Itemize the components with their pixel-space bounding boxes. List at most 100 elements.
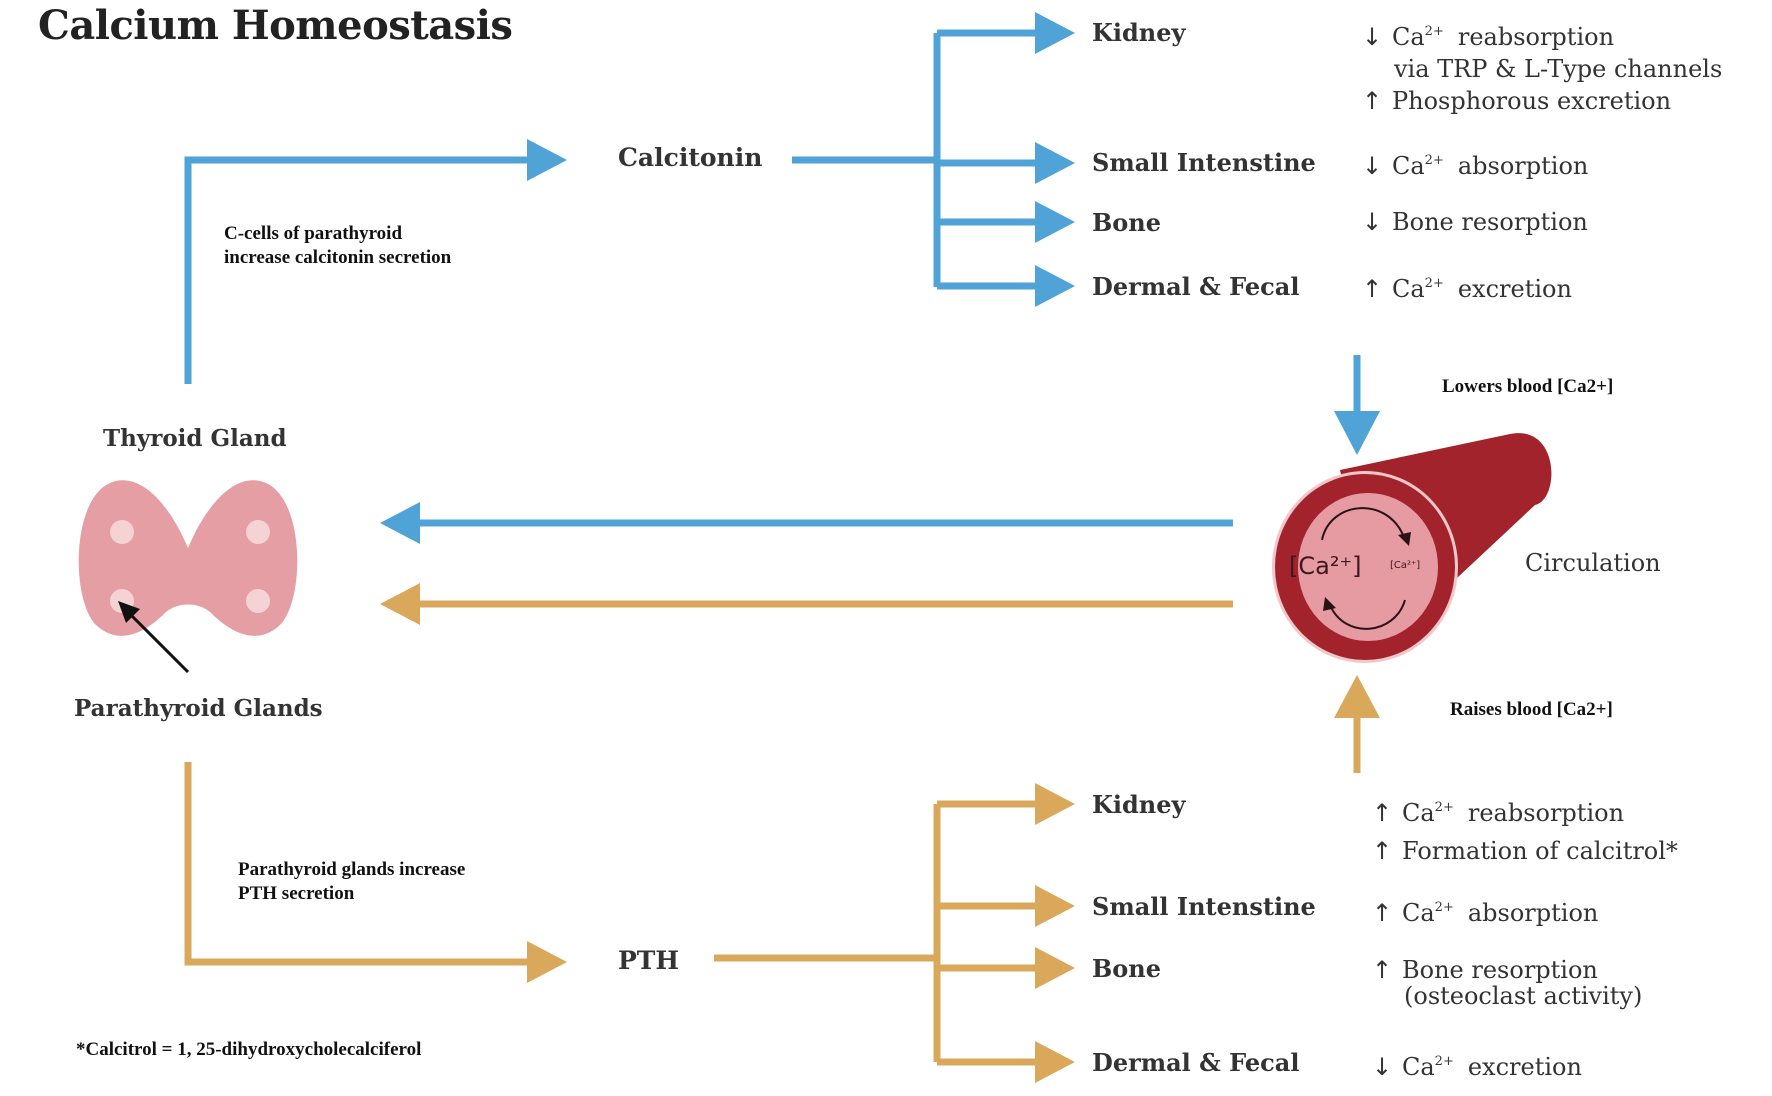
pth-organ-kidney: Kidney xyxy=(1092,790,1186,819)
effect-text: absorption xyxy=(1457,152,1589,180)
effect-text: Bone resorption xyxy=(1402,956,1598,984)
page-title: Calcium Homeostasis xyxy=(38,2,513,49)
arrowhead-icon xyxy=(1035,947,1075,989)
calcitonin-effect-dermal: ↑ Ca2+ excretion xyxy=(1362,268,1572,305)
arrowhead-icon xyxy=(1035,265,1075,307)
effect-text: Phosphorous excretion xyxy=(1392,87,1672,115)
ca-charge: 2+ xyxy=(1434,1054,1454,1069)
effect-text: reabsorption xyxy=(1467,799,1625,827)
effect-text: Bone resorption xyxy=(1392,208,1588,236)
pth-note-line1: Parathyroid glands increase xyxy=(238,859,466,880)
pth-effect-bone: ↑ Bone resorption (osteoclast activity) xyxy=(1372,954,1642,1012)
parathyroid-dot xyxy=(110,520,134,544)
effect-text: reabsorption xyxy=(1457,23,1615,51)
parathyroid-to-pth-line xyxy=(184,762,532,966)
lowers-blood-ca-label: Lowers blood [Ca2+] xyxy=(1442,376,1614,397)
pth-effect-intestine: ↑ Ca2+ absorption xyxy=(1372,892,1598,929)
pth-effect-kidney: ↑ Ca2+ reabsorption ↑ Formation of calcitro… xyxy=(1372,792,1678,867)
pth-organ-bone: Bone xyxy=(1092,954,1162,983)
vessel-ca-large-text: [Ca²⁺] xyxy=(1289,552,1362,580)
effect-text: via TRP & L-Type channels xyxy=(1394,55,1723,83)
calcitonin-effect-kidney: ↓ Ca2+ reabsorption via TRP & L-Type chann… xyxy=(1362,16,1722,117)
effect-text: excretion xyxy=(1467,1053,1582,1081)
cycle-arrow-bottom-icon xyxy=(1329,599,1406,630)
pth-note: Parathyroid glands increase PTH secretio… xyxy=(238,858,465,906)
ca-symbol: Ca xyxy=(1392,275,1425,303)
arrowhead-icon xyxy=(1035,1041,1075,1083)
up-arrow-icon: ↑ xyxy=(1362,275,1383,303)
up-arrow-icon: ↑ xyxy=(1372,837,1393,865)
effect-text: excretion xyxy=(1457,275,1572,303)
calcitonin-effect-intestine: ↓ Ca2+ absorption xyxy=(1362,145,1588,182)
cycle-arrowhead-icon xyxy=(1398,532,1411,546)
effect-text: (osteoclast activity) xyxy=(1404,982,1643,1010)
pth-note-line2: PTH secretion xyxy=(238,883,355,904)
ca-symbol: Ca xyxy=(1402,1053,1435,1081)
pth-arrowheads xyxy=(380,583,1380,1083)
up-arrow-icon: ↑ xyxy=(1372,899,1393,927)
up-arrow-icon: ↑ xyxy=(1372,799,1393,827)
arrowhead-icon xyxy=(380,583,420,625)
arrowhead-icon xyxy=(1334,675,1380,718)
ca-charge: 2+ xyxy=(1424,153,1444,168)
footnote: *Calcitrol = 1, 25-dihydroxycholecalcife… xyxy=(76,1039,422,1060)
arrowhead-icon xyxy=(527,139,567,181)
blood-vessel-icon xyxy=(1272,433,1552,663)
calcitonin-note-line1: C-cells of parathyroid xyxy=(224,223,403,244)
calcitonin-organ-dermal-fecal: Dermal & Fecal xyxy=(1092,272,1300,301)
pth-effect-dermal: ↓ Ca2+ excretion xyxy=(1372,1046,1582,1083)
cycle-arrowhead-icon xyxy=(1323,597,1336,611)
thyroid-to-calcitonin-line xyxy=(184,156,532,384)
calcitonin-organ-kidney: Kidney xyxy=(1092,18,1186,47)
calcitonin-note: C-cells of parathyroid increase calciton… xyxy=(224,222,451,270)
ca-symbol: Ca xyxy=(1392,152,1425,180)
parathyroid-dot xyxy=(246,520,270,544)
arrowhead-icon xyxy=(1035,142,1075,184)
circulation-label: Circulation xyxy=(1525,549,1661,577)
ca-symbol: Ca xyxy=(1402,899,1435,927)
down-arrow-icon: ↓ xyxy=(1362,208,1383,236)
ca-charge: 2+ xyxy=(1424,276,1444,291)
ca-charge: 2+ xyxy=(1424,24,1444,39)
ca-symbol: Ca xyxy=(1392,23,1425,51)
arrowhead-icon xyxy=(380,502,420,544)
arrowhead-icon xyxy=(1035,885,1075,927)
thyroid-gland-label: Thyroid Gland xyxy=(103,425,287,452)
down-arrow-icon: ↓ xyxy=(1372,1053,1393,1081)
up-arrow-icon: ↑ xyxy=(1362,87,1383,115)
parathyroid-glands-label: Parathyroid Glands xyxy=(74,695,323,722)
calcitonin-note-line2: increase calcitonin secretion xyxy=(224,247,452,268)
down-arrow-icon: ↓ xyxy=(1362,23,1383,51)
arrowhead-icon xyxy=(1334,411,1380,455)
parathyroid-pointer-line xyxy=(126,610,190,674)
down-arrow-icon: ↓ xyxy=(1362,152,1383,180)
arrowhead-icon xyxy=(1035,201,1075,243)
pth-organ-small-intestine: Small Intenstine xyxy=(1092,892,1316,921)
arrowhead-icon xyxy=(1035,12,1075,54)
effect-text: absorption xyxy=(1467,899,1599,927)
calcitonin-pathway xyxy=(184,29,1361,527)
ca-charge: 2+ xyxy=(1434,900,1454,915)
calcitonin-arrowheads xyxy=(380,12,1380,544)
calcitonin-effect-bone: ↓ Bone resorption xyxy=(1362,206,1588,238)
thyroid-shape xyxy=(78,480,298,636)
parathyroid-pointer-arrowhead-icon xyxy=(118,601,140,623)
pth-organ-dermal-fecal: Dermal & Fecal xyxy=(1092,1048,1300,1077)
pth-label: PTH xyxy=(618,946,680,975)
calcitonin-label: Calcitonin xyxy=(618,143,763,172)
up-arrow-icon: ↑ xyxy=(1372,956,1393,984)
cycle-arrow-top-icon xyxy=(1321,507,1406,541)
ca-symbol: Ca xyxy=(1402,799,1435,827)
arrowhead-icon xyxy=(1035,783,1075,825)
raises-blood-ca-label: Raises blood [Ca2+] xyxy=(1450,699,1613,720)
ca-charge: 2+ xyxy=(1434,800,1454,815)
vessel-ca-small-text: [Ca²⁺] xyxy=(1390,560,1421,571)
thyroid-gland-icon xyxy=(78,480,298,674)
calcitonin-organ-small-intestine: Small Intenstine xyxy=(1092,148,1316,177)
parathyroid-dot xyxy=(246,589,270,613)
calcitonin-organ-bone: Bone xyxy=(1092,208,1162,237)
pth-pathway xyxy=(184,600,1361,1066)
effect-text: Formation of calcitrol* xyxy=(1402,837,1678,865)
arrowhead-icon xyxy=(527,941,567,983)
